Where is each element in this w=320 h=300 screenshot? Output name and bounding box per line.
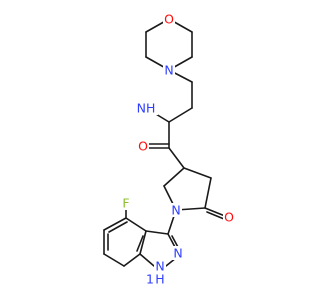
morpholine-nitrogen-label: N bbox=[164, 63, 173, 78]
bond bbox=[136, 235, 144, 252]
fluorine-label: F bbox=[122, 196, 129, 211]
bond bbox=[168, 147, 185, 169]
indazole-h-label: H bbox=[155, 272, 164, 287]
amide-oxygen-label: O bbox=[138, 139, 148, 154]
bond bbox=[168, 107, 193, 123]
bond bbox=[125, 217, 147, 232]
bond bbox=[108, 221, 128, 233]
molecule-drawing: O N NH O N O F N N H 1 bbox=[103, 12, 235, 287]
morpholine-oxygen-label: O bbox=[164, 12, 174, 27]
bond bbox=[103, 217, 127, 231]
bond bbox=[139, 230, 147, 255]
bond bbox=[123, 253, 141, 267]
bond bbox=[204, 177, 212, 209]
lactam-nitrogen-label: N bbox=[171, 203, 180, 218]
bond bbox=[204, 207, 226, 217]
structure-diagram: O N NH O N O F N N H 1 bbox=[103, 12, 235, 287]
bond bbox=[139, 253, 155, 267]
bond-layer bbox=[103, 18, 226, 267]
amide-nh-label: NH bbox=[137, 101, 156, 116]
lactam-oxygen-label: O bbox=[224, 210, 234, 225]
indazole-locant-label: 1 bbox=[146, 272, 154, 287]
indazole-n1-label: N bbox=[155, 259, 164, 274]
bond bbox=[183, 167, 212, 179]
atom-layer: O N NH O N O F N N H 1 bbox=[120, 12, 235, 287]
bond bbox=[163, 167, 185, 187]
bond bbox=[206, 211, 225, 220]
bond bbox=[145, 230, 169, 235]
indazole-n2-label: N bbox=[173, 246, 182, 261]
bond bbox=[103, 253, 125, 267]
